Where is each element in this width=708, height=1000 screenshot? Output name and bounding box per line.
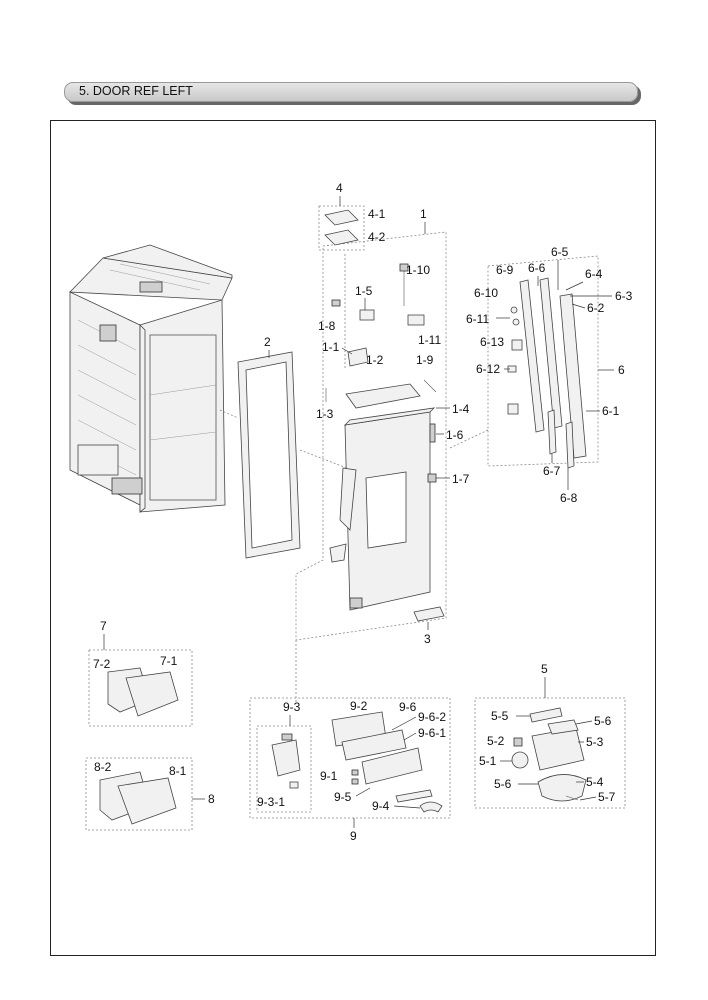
label-1-8: 1-8	[318, 319, 336, 333]
label-8-1: 8-1	[169, 764, 187, 778]
label-3: 3	[424, 632, 431, 646]
door-gasket	[237, 351, 301, 559]
label-1: 1	[420, 207, 427, 221]
label-9-1: 9-1	[320, 769, 338, 783]
label-6-4: 6-4	[585, 267, 603, 281]
label-5-2: 5-2	[487, 734, 505, 748]
label-4-2: 4-2	[368, 230, 386, 244]
label-2: 2	[264, 335, 271, 349]
door-rails	[507, 277, 587, 469]
label-9-5: 9-5	[334, 790, 352, 804]
label-5-7: 5-7	[598, 790, 616, 804]
label-1-1: 1-1	[322, 340, 340, 354]
label-5: 5	[541, 662, 548, 676]
refrigerator-cabinet	[69, 244, 233, 513]
group-9-3-outline	[256, 725, 312, 813]
label-9-6-2: 9-6-2	[418, 710, 446, 724]
label-9-6: 9-6	[399, 700, 417, 714]
label-9: 9	[350, 829, 357, 843]
group-6-outline	[487, 255, 599, 467]
group-8-outline	[85, 757, 193, 831]
label-9-2: 9-2	[350, 699, 368, 713]
label-7: 7	[100, 619, 107, 633]
label-6-2: 6-2	[587, 301, 605, 315]
label-6-13: 6-13	[480, 335, 504, 349]
label-6-6: 6-6	[528, 261, 546, 275]
label-1-6: 1-6	[446, 428, 464, 442]
label-1-5: 1-5	[355, 284, 373, 298]
label-9-3-1: 9-3-1	[257, 795, 285, 809]
label-1-9: 1-9	[416, 353, 434, 367]
label-1-11: 1-11	[418, 333, 441, 347]
label-6-8: 6-8	[560, 491, 578, 505]
group-4-outline	[318, 205, 365, 251]
label-6-3: 6-3	[615, 289, 633, 303]
label-1-2: 1-2	[366, 353, 384, 367]
label-8: 8	[208, 792, 215, 806]
label-6-1: 6-1	[602, 404, 620, 418]
label-4-1: 4-1	[368, 207, 386, 221]
label-6-9: 6-9	[496, 263, 514, 277]
label-6-7: 6-7	[543, 464, 561, 478]
label-6-12: 6-12	[476, 362, 500, 376]
label-6: 6	[618, 363, 625, 377]
label-5-4: 5-4	[586, 775, 604, 789]
label-6-5: 6-5	[551, 245, 569, 259]
diagram-frame	[50, 120, 656, 956]
label-5-5: 5-5	[491, 709, 509, 723]
label-9-6-1: 9-6-1	[418, 726, 446, 740]
label-1-4: 1-4	[452, 402, 470, 416]
section-header-bar: 5. DOOR REF LEFT	[64, 82, 638, 102]
label-7-1: 7-1	[160, 654, 178, 668]
door-panel	[325, 263, 437, 611]
group-7-outline	[88, 649, 193, 727]
part-3	[413, 606, 445, 622]
label-6-11: 6-11	[466, 312, 489, 326]
label-4: 4	[336, 181, 343, 195]
label-1-10: 1-10	[406, 263, 430, 277]
label-5-1: 5-1	[479, 754, 497, 768]
section-title: 5. DOOR REF LEFT	[79, 84, 193, 98]
label-9-3: 9-3	[283, 700, 301, 714]
label-6-10: 6-10	[474, 286, 498, 300]
label-5-3: 5-3	[586, 735, 604, 749]
label-1-7: 1-7	[452, 472, 470, 486]
label-1-3: 1-3	[316, 407, 334, 421]
label-9-4: 9-4	[372, 799, 390, 813]
group-9-outline	[249, 697, 451, 819]
label-7-2: 7-2	[93, 657, 111, 671]
group-5-outline	[474, 697, 626, 809]
label-5-6-top: 5-6	[594, 714, 612, 728]
label-8-2: 8-2	[94, 760, 112, 774]
label-5-6-bottom: 5-6	[494, 777, 512, 791]
